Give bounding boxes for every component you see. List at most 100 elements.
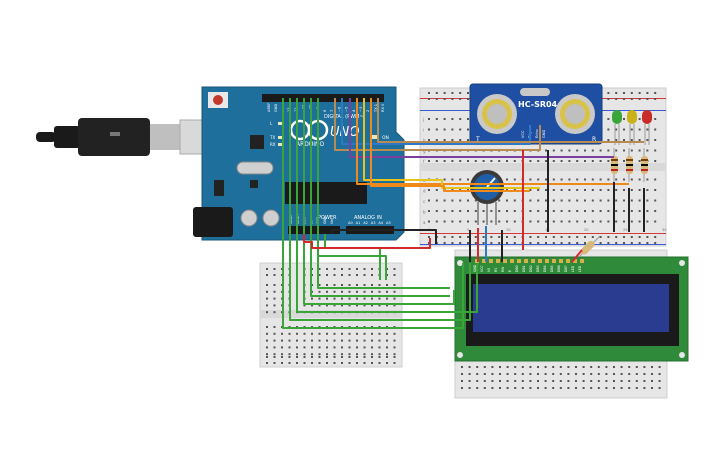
breadboard-hole xyxy=(348,353,351,356)
breadboard-hole xyxy=(646,220,649,223)
breadboard-hole xyxy=(326,290,328,293)
breadboard-hole xyxy=(303,353,306,356)
breadboard-hole xyxy=(378,346,381,349)
breadboard-hole xyxy=(451,128,454,131)
breadboard-hole xyxy=(537,236,540,238)
digital-pin-label-9: 4 xyxy=(352,109,356,112)
breadboard-hole xyxy=(654,98,657,100)
breadboard-hole xyxy=(318,304,321,307)
breadboard-hole xyxy=(607,98,610,100)
breadboard-hole xyxy=(356,274,358,276)
breadboard-hole xyxy=(506,210,508,212)
breadboard-hole xyxy=(568,210,571,212)
breadboard-hole xyxy=(638,242,641,244)
breadboard-hole xyxy=(638,178,641,181)
breadboard-hole xyxy=(428,210,430,212)
lcd-pin-label-14: LED xyxy=(571,265,575,272)
breadboard-hole xyxy=(459,178,462,181)
breadboard-hole xyxy=(371,339,373,342)
breadboard-hole xyxy=(378,297,381,300)
breadboard-hole xyxy=(607,178,610,181)
breadboard-hole xyxy=(529,236,532,238)
breadboard-hole xyxy=(560,236,563,238)
breadboard-hole xyxy=(591,199,594,202)
breadboard-hole xyxy=(474,160,477,162)
breadboard-hole xyxy=(630,149,633,152)
breadboard-hole xyxy=(607,199,610,202)
wire-green-6 xyxy=(317,98,450,289)
breadboard-hole xyxy=(599,149,602,152)
on-led-label: ON xyxy=(382,135,389,141)
breadboard-hole xyxy=(288,346,291,349)
breadboard-hole xyxy=(599,189,602,191)
breadboard-hole xyxy=(483,380,486,382)
breadboard-hole xyxy=(638,220,641,223)
wire-green-7 xyxy=(317,234,387,280)
digital-header-label: DIGITAL (PWM~) xyxy=(324,114,366,120)
breadboard-hole xyxy=(646,128,649,131)
breadboard-hole xyxy=(628,366,631,368)
breadboard-hole xyxy=(333,356,336,358)
breadboard-hole xyxy=(591,236,594,238)
breadboard-hole xyxy=(435,92,438,94)
breadboard-hole xyxy=(529,210,532,212)
breadboard-hole xyxy=(371,297,373,300)
breadboard-hole xyxy=(607,160,610,162)
breadboard-hole xyxy=(560,220,563,223)
breadboard-hole xyxy=(348,274,351,276)
sensor-transducer-left xyxy=(477,94,517,134)
breadboard-hole xyxy=(435,199,438,202)
breadboard-hole xyxy=(568,160,571,162)
breadboard-hole xyxy=(529,387,532,389)
power-pin-label-5: GND xyxy=(323,216,327,224)
breadboard-hole xyxy=(552,220,555,223)
breadboard-hole xyxy=(363,346,366,349)
breadboard-hole xyxy=(348,362,351,364)
sensor-corner-r: R xyxy=(592,136,596,143)
breadboard-hole xyxy=(311,346,313,349)
breadboard-hole xyxy=(482,210,485,212)
breadboard-hole xyxy=(506,178,508,181)
breadboard-hole xyxy=(643,380,646,382)
breadboard-hole xyxy=(326,362,328,364)
wire-red-backlight xyxy=(571,249,583,263)
breadboard-hole xyxy=(273,290,276,293)
wire-purple-led xyxy=(349,98,614,158)
row-letter: f xyxy=(423,159,425,164)
breadboard-hole xyxy=(443,160,446,162)
breadboard-hole xyxy=(630,128,633,131)
breadboard-hole xyxy=(363,356,366,358)
breadboard-hole xyxy=(599,210,602,212)
breadboard-hole xyxy=(474,236,477,238)
breadboard-hole xyxy=(545,236,547,238)
lcd-header-pin xyxy=(524,259,528,263)
breadboard-hole xyxy=(296,356,298,358)
breadboard-hole xyxy=(356,284,358,286)
breadboard-hole xyxy=(467,220,469,223)
breadboard-hole xyxy=(654,236,657,238)
breadboard-hole xyxy=(303,332,306,335)
breadboard-hole xyxy=(273,274,276,276)
breadboard-hole xyxy=(567,387,570,389)
breadboard-hole xyxy=(576,220,579,223)
breadboard-hole xyxy=(371,274,373,276)
lcd-header-pin xyxy=(510,259,514,263)
lcd-header-pin xyxy=(566,259,570,263)
breadboard-hole xyxy=(378,339,381,342)
breadboard-hole xyxy=(273,311,276,314)
breadboard-hole xyxy=(467,160,469,162)
breadboard-hole xyxy=(552,189,555,191)
breadboard-hole xyxy=(615,189,618,191)
breadboard-hole xyxy=(459,118,462,120)
breadboard-hole xyxy=(545,160,547,162)
breadboard-hole xyxy=(506,220,508,223)
breadboard-hole xyxy=(521,387,524,389)
breadboard-hole xyxy=(326,339,328,342)
breadboard-hole xyxy=(490,236,493,238)
resistor-2 xyxy=(626,148,633,182)
uno-logo-text: UNO xyxy=(330,125,359,140)
breadboard-hole xyxy=(459,98,462,100)
wire-black-gnd xyxy=(331,229,437,244)
